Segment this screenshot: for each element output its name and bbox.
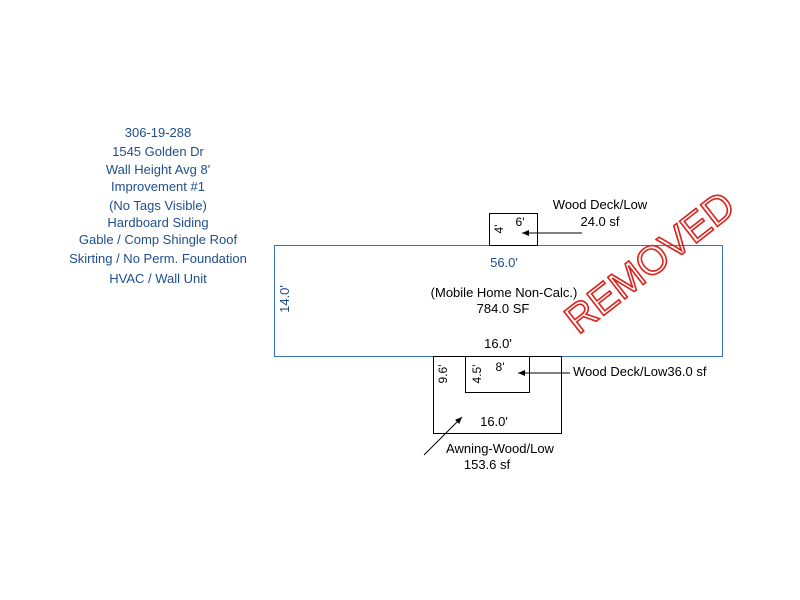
top-deck-height-dimension: 4' bbox=[492, 225, 506, 234]
roof-label: Gable / Comp Shingle Roof bbox=[78, 232, 238, 247]
main-label: (Mobile Home Non-Calc.) bbox=[431, 285, 578, 300]
top-deck-label: Wood Deck/Low bbox=[553, 197, 648, 212]
main-top-dimension: 56.0' bbox=[490, 255, 518, 270]
top-deck-width-dimension: 6' bbox=[516, 215, 525, 229]
main-left-dimension: 14.0' bbox=[277, 285, 292, 313]
bottom-deck-outline bbox=[465, 356, 530, 393]
address-label: 1545 Golden Dr bbox=[112, 144, 204, 159]
main-bottom-dimension: 16.0' bbox=[484, 336, 512, 351]
awning-height-dimension: 9.6' bbox=[436, 365, 450, 384]
hvac-label: HVAC / Wall Unit bbox=[109, 271, 207, 286]
bottom-deck-label: Wood Deck/Low36.0 sf bbox=[573, 364, 707, 379]
tags-label: (No Tags Visible) bbox=[109, 198, 207, 213]
foundation-label: Skirting / No Perm. Foundation bbox=[69, 251, 247, 266]
main-area: 784.0 SF bbox=[477, 301, 530, 316]
bottom-deck-width-dimension: 8' bbox=[496, 360, 505, 374]
bottom-deck-height-dimension: 4.5' bbox=[470, 365, 484, 384]
awning-bottom-dimension: 16.0' bbox=[480, 414, 508, 429]
siding-label: Hardboard Siding bbox=[107, 215, 209, 230]
awning-label: Awning-Wood/Low bbox=[446, 441, 555, 456]
parcel-number: 306-19-288 bbox=[124, 125, 192, 140]
top-deck-outline bbox=[489, 213, 538, 246]
awning-leader-arrow bbox=[423, 416, 463, 456]
wall-height-label: Wall Height Avg 8' bbox=[105, 162, 211, 177]
top-deck-area: 24.0 sf bbox=[580, 214, 619, 229]
improvement-label: Improvement #1 bbox=[111, 179, 205, 194]
awning-area: 153.6 sf bbox=[464, 457, 511, 472]
